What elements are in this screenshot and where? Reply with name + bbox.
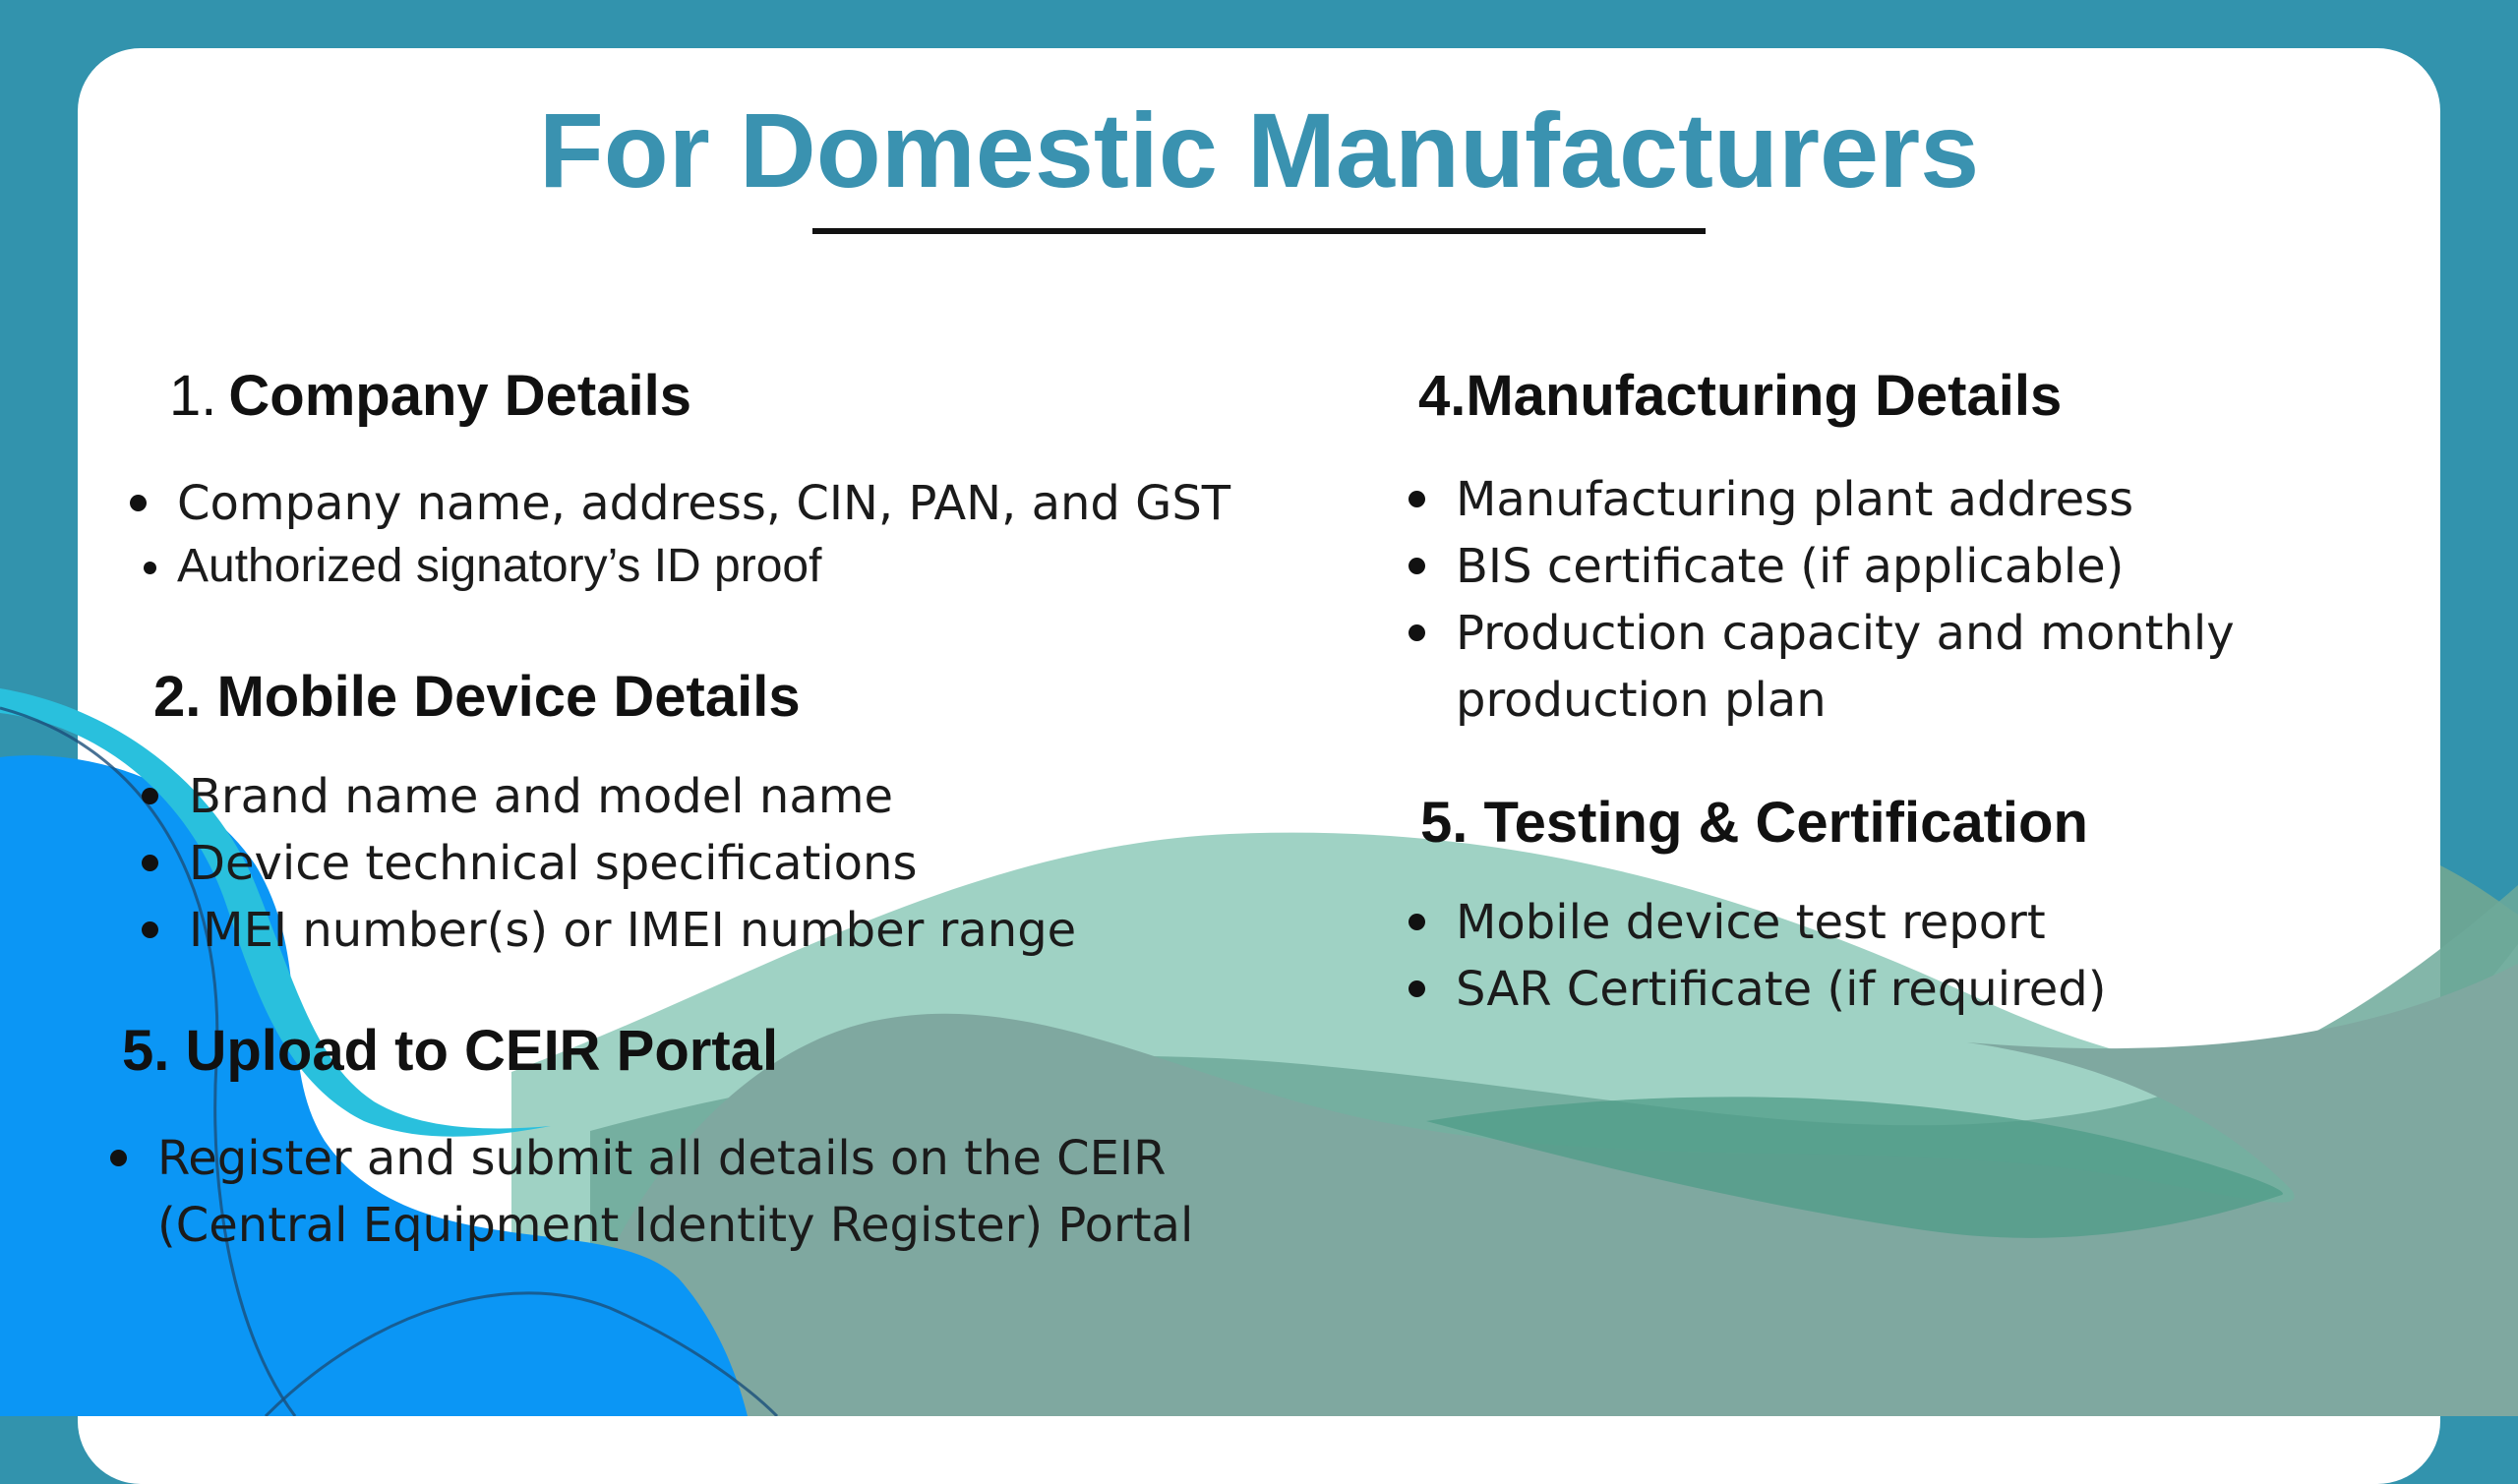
company-details-list-2: Authorized signatory’s ID proof	[138, 535, 821, 598]
list-item: Device technical specifications	[142, 830, 1076, 897]
bullet-icon	[142, 921, 158, 938]
list-item: Register and submit all details on the C…	[110, 1125, 1193, 1192]
list-item: IMEI number(s) or IMEI number range	[142, 897, 1076, 964]
list-item: production plan	[1456, 673, 1827, 728]
bullet-icon	[110, 1150, 127, 1166]
upload-ceir-heading: 5. Upload to CEIR Portal	[122, 1019, 779, 1083]
mobile-device-details-heading: 2. Mobile Device Details	[153, 665, 801, 729]
list-item: BIS certificate (if applicable)	[1409, 533, 2235, 600]
company-details-heading: 1.Company Details	[169, 362, 691, 431]
manufacturing-details-list: Manufacturing plant address BIS certific…	[1409, 466, 2235, 734]
bullet-icon	[1409, 558, 1425, 574]
bullet-icon	[144, 562, 156, 574]
bullet-icon	[1409, 491, 1425, 507]
list-item: Production capacity and monthly	[1409, 600, 2235, 667]
company-details-number: 1.	[169, 364, 217, 428]
company-details-title: Company Details	[228, 364, 691, 428]
bullet-icon	[1409, 980, 1425, 997]
list-item: Mobile device test report	[1409, 889, 2106, 956]
bullet-icon	[142, 855, 158, 871]
page-title: For Domestic Manufacturers	[538, 90, 1980, 209]
list-item: (Central Equipment Identity Register) Po…	[157, 1198, 1194, 1253]
title-underline	[812, 228, 1706, 234]
testing-certification-heading: 5. Testing & Certification	[1420, 791, 2088, 855]
slide-content: For Domestic Manufacturers 1.Company Det…	[110, 90, 2235, 1259]
bullet-icon	[1409, 624, 1425, 641]
manufacturing-details-heading: 4.Manufacturing Details	[1418, 364, 2063, 428]
list-item: Company name, address, CIN, PAN, and GST	[130, 470, 1230, 537]
bullet-icon	[142, 788, 158, 804]
list-item: SAR Certificate (if required)	[1409, 956, 2106, 1023]
list-item: Authorized signatory’s ID proof	[138, 535, 821, 598]
company-details-list: Company name, address, CIN, PAN, and GST	[130, 470, 1230, 537]
bullet-icon	[1409, 914, 1425, 930]
upload-ceir-list: Register and submit all details on the C…	[110, 1125, 1193, 1259]
list-item: Brand name and model name	[142, 763, 1076, 830]
list-item: Manufacturing plant address	[1409, 466, 2235, 533]
testing-certification-list: Mobile device test report SAR Certificat…	[1409, 889, 2106, 1023]
mobile-device-details-list: Brand name and model name Device technic…	[142, 763, 1076, 964]
bullet-icon	[130, 495, 147, 511]
